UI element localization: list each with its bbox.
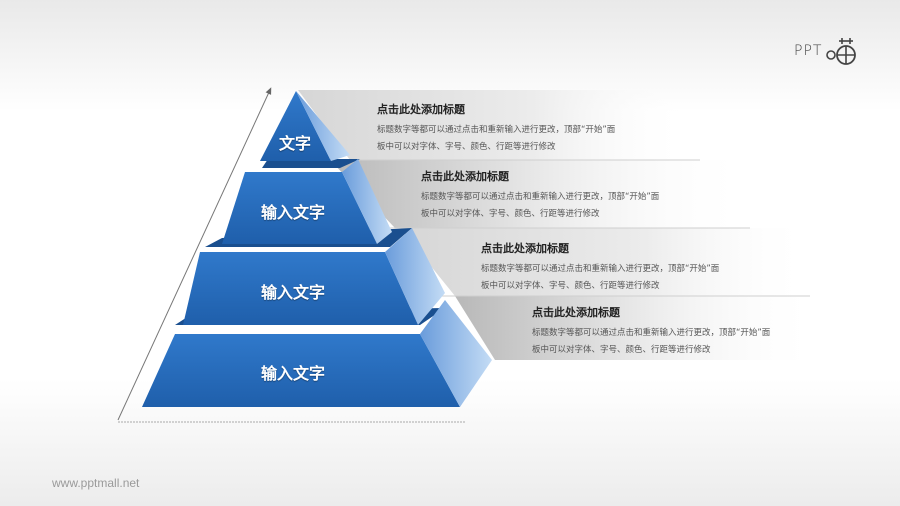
- description-text[interactable]: 板中可以对字体、字号、颜色、行距等进行修改: [481, 281, 660, 291]
- pyramid-tier-1: [260, 91, 350, 161]
- description-title[interactable]: 点击此处添加标题: [421, 170, 509, 183]
- description-text[interactable]: 板中可以对字体、字号、颜色、行距等进行修改: [377, 142, 556, 152]
- description-text[interactable]: 标题数字等都可以通过点击和重新输入进行更改，顶部“开始”面: [481, 264, 720, 274]
- logo-text: PPT: [794, 43, 823, 59]
- description-text[interactable]: 板中可以对字体、字号、颜色、行距等进行修改: [532, 345, 711, 355]
- description-title[interactable]: 点击此处添加标题: [532, 306, 620, 319]
- tier-1-label[interactable]: 文字: [278, 134, 311, 153]
- band-1: [298, 90, 690, 160]
- teacup-icon: [826, 38, 857, 65]
- band-3: [400, 228, 810, 296]
- tier-4-label[interactable]: 输入文字: [260, 364, 325, 383]
- description-block-3[interactable]: 点击此处添加标题 标题数字等都可以通过点击和重新输入进行更改，顶部“开始”面 板…: [481, 240, 719, 295]
- description-text[interactable]: 标题数字等都可以通过点击和重新输入进行更改，顶部“开始”面: [377, 125, 616, 135]
- tier-3-label[interactable]: 输入文字: [260, 283, 325, 302]
- band-2: [330, 160, 750, 228]
- brand-logo: PPT: [794, 35, 858, 67]
- description-bands: [190, 90, 820, 360]
- description-title[interactable]: 点击此处添加标题: [481, 242, 569, 255]
- description-text[interactable]: 标题数字等都可以通过点击和重新输入进行更改，顶部“开始”面: [421, 192, 660, 202]
- description-block-2[interactable]: 点击此处添加标题 标题数字等都可以通过点击和重新输入进行更改，顶部“开始”面 板…: [421, 168, 659, 223]
- description-text[interactable]: 标题数字等都可以通过点击和重新输入进行更改，顶部“开始”面: [532, 328, 771, 338]
- pyramid-tier-2: [222, 159, 392, 244]
- band-4: [455, 296, 820, 360]
- tier-2-label[interactable]: 输入文字: [260, 203, 325, 222]
- footer-url: www.pptmall.net: [52, 476, 140, 490]
- description-block-4[interactable]: 点击此处添加标题 标题数字等都可以通过点击和重新输入进行更改，顶部“开始”面 板…: [532, 304, 770, 359]
- description-title[interactable]: 点击此处添加标题: [377, 103, 465, 116]
- description-text[interactable]: 板中可以对字体、字号、颜色、行距等进行修改: [421, 209, 600, 219]
- axis-arrow: [117, 87, 272, 421]
- description-block-1[interactable]: 点击此处添加标题 标题数字等都可以通过点击和重新输入进行更改，顶部“开始”面 板…: [377, 101, 615, 156]
